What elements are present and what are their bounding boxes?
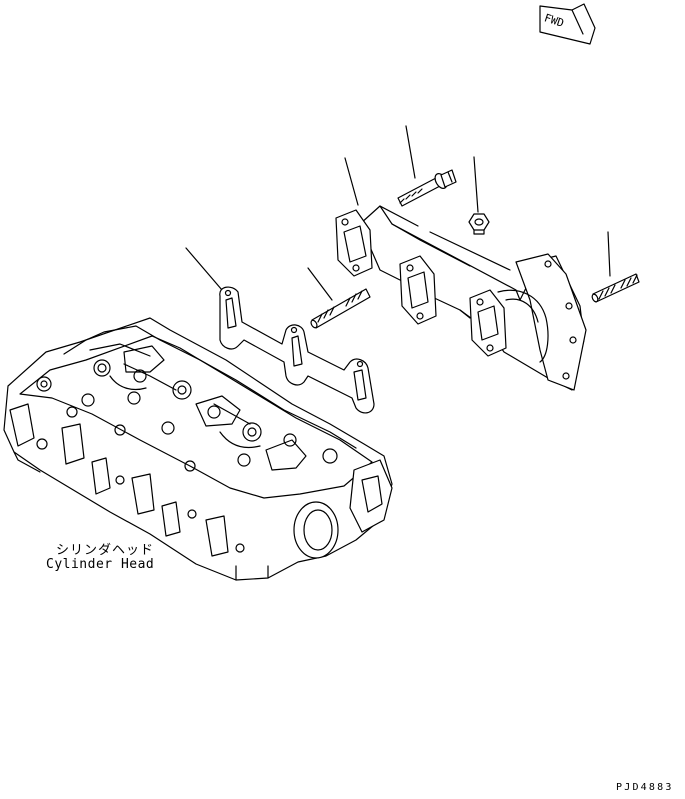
leader-lines <box>185 125 611 301</box>
leader-gasket <box>185 247 223 291</box>
leader-stud-right <box>607 231 611 277</box>
stud-bolt-right <box>591 273 640 303</box>
fwd-arrow-icon: FWD <box>539 3 596 45</box>
stud-bolt-left <box>310 288 371 329</box>
exhaust-manifold <box>335 205 587 391</box>
cylinder-head-label-jp: シリンダヘッド <box>56 543 155 558</box>
exhaust-gasket <box>219 286 375 414</box>
flange-bolt <box>397 169 457 207</box>
fwd-label: FWD <box>543 11 566 30</box>
cylinder-head-label-en: Cylinder Head <box>46 557 155 572</box>
leader-manifold <box>344 157 359 206</box>
leader-bolt <box>405 125 416 179</box>
drawing-code: PJD4883 <box>616 782 674 793</box>
leader-nut <box>473 156 479 213</box>
cylinder-head <box>3 317 393 581</box>
hex-nut <box>468 213 490 235</box>
leader-stud-left <box>307 267 333 301</box>
